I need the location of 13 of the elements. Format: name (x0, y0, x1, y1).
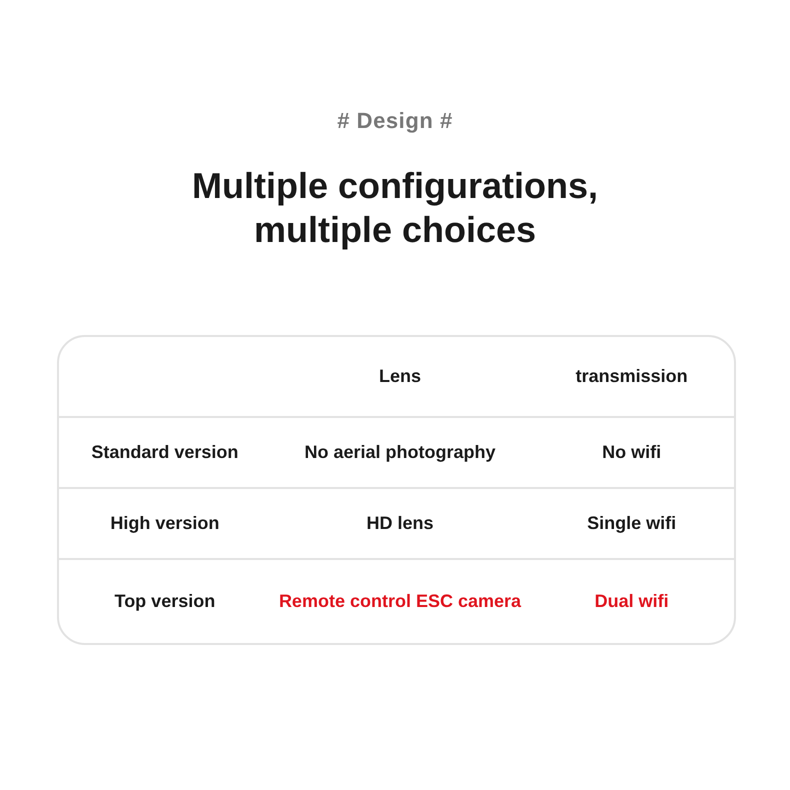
row-header: Standard version (91, 440, 238, 464)
table-cell-text: HD lens (366, 512, 434, 536)
title: Multiple configurations, multiple choices (191, 164, 599, 252)
table-cell-text: Remote control ESC camera (278, 590, 522, 614)
table-cell-text: No wifi (602, 440, 662, 464)
table-cell-text: No aerial photography (304, 440, 496, 464)
row-header: High version (110, 512, 220, 536)
column-header: Lens (378, 364, 421, 388)
section-tag: # Design # (337, 104, 453, 137)
table-cell-text: Dual wifi (594, 590, 669, 614)
table-cell-text: Single wifi (587, 512, 676, 536)
row-header: Top version (114, 590, 216, 614)
column-header: transmission (576, 364, 688, 388)
